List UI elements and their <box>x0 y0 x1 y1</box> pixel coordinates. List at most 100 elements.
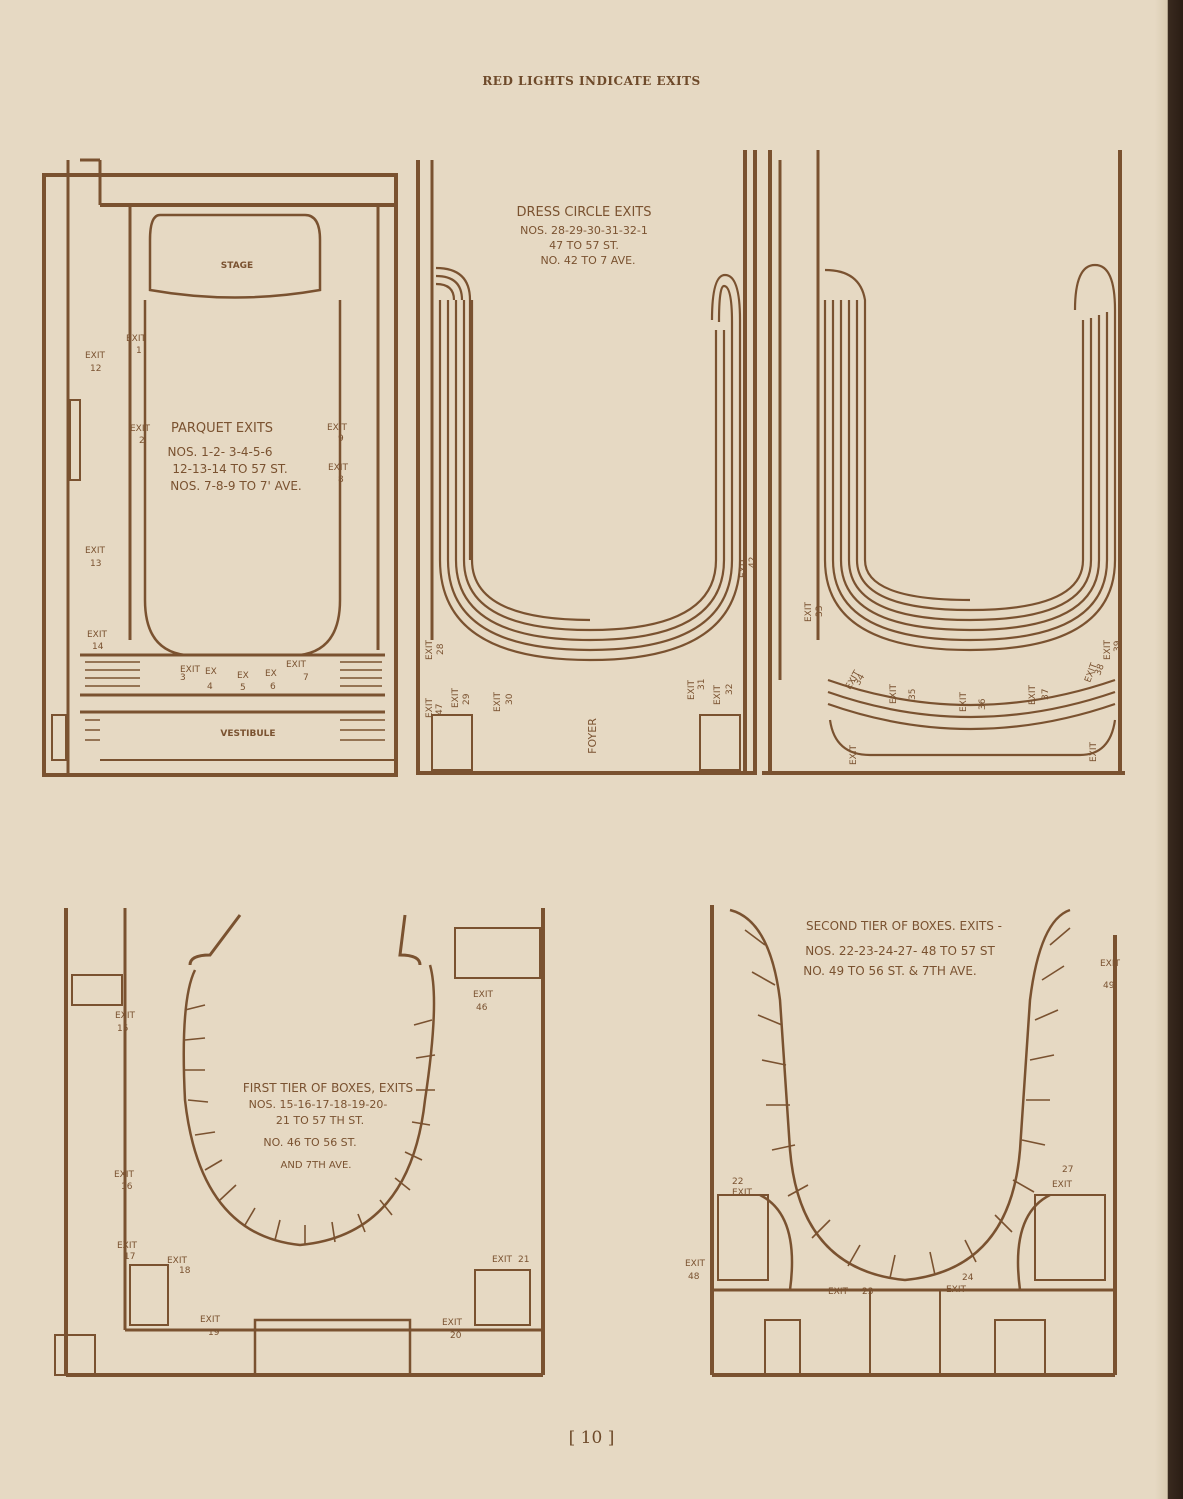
exit-number: 24 <box>962 1273 974 1283</box>
page-edge <box>1155 0 1183 1499</box>
exit-word: EXIT <box>130 424 151 434</box>
first-tier-line4: AND 7TH AVE. <box>281 1160 352 1171</box>
dress-circle-line3: NO. 42 TO 7 AVE. <box>540 254 635 267</box>
dress-circle-line1: NOS. 28-29-30-31-32-1 <box>520 224 648 237</box>
exit-word: EXIT <box>126 334 147 344</box>
exit-word: EXIT <box>1089 741 1099 762</box>
exit-number: 37 <box>1041 689 1051 700</box>
dress-circle-title: DRESS CIRCLE EXITS <box>516 205 651 220</box>
exit-number: 33 <box>815 606 825 617</box>
exit-word: EXIT <box>1028 684 1038 705</box>
exit-number: 49 <box>1103 981 1115 991</box>
exit-word: EXIT <box>946 1285 967 1295</box>
parquet-plan <box>42 158 398 777</box>
exit-word: EXIT <box>200 1315 221 1325</box>
ex-word: EX <box>205 667 217 677</box>
exit-word: EXIT <box>849 744 859 765</box>
exit-word: EXIT <box>115 1011 136 1021</box>
exit-word: EXIT <box>687 679 697 700</box>
stage-label: STAGE <box>221 261 253 271</box>
exit-word: EXIT <box>828 1287 849 1297</box>
exit-number: 31 <box>697 679 707 690</box>
exit-number: 7 <box>303 673 309 683</box>
exit-number: 46 <box>476 1003 488 1013</box>
exit-word: EXIT <box>473 990 494 1000</box>
exit-number: 9 <box>338 434 344 444</box>
exit-word: EXIT <box>327 423 348 433</box>
exit-word: EXIT <box>959 691 969 712</box>
exit-number: 5 <box>240 683 246 693</box>
dress-circle-line2: 47 TO 57 ST. <box>549 239 619 252</box>
exit-number: 38 <box>1093 663 1106 677</box>
exit-number: 22 <box>732 1177 743 1187</box>
page-number: [ 10 ] <box>568 1428 615 1448</box>
parquet-line1: NOS. 1-2- 3-4-5-6 <box>168 445 273 459</box>
foyer-label: FOYER <box>586 718 599 754</box>
exit-word: EXIT <box>804 601 814 622</box>
dress-circle-plan-right <box>762 150 1125 775</box>
page-header: RED LIGHTS INDICATE EXITS <box>482 74 701 88</box>
exit-number: 35 <box>908 689 918 700</box>
exit-word: EXIT <box>425 639 435 660</box>
exit-number: 4 <box>207 682 213 692</box>
exit-number: 47 <box>435 704 445 715</box>
exit-number: 28 <box>436 643 446 655</box>
second-tier-box-spokes <box>744 927 1071 1279</box>
exit-number: 13 <box>90 559 101 569</box>
parquet-title: PARQUET EXITS <box>171 421 273 436</box>
exit-number: 36 <box>978 698 988 710</box>
exit-word: EXIT <box>739 557 749 578</box>
exit-word: EXIT <box>328 463 349 473</box>
exit-number: 19 <box>208 1328 220 1338</box>
exit-number: 39 <box>1113 640 1123 652</box>
exit-number: 18 <box>179 1266 191 1276</box>
second-tier-title: SECOND TIER OF BOXES. EXITS - <box>806 919 1002 933</box>
ex-word: EX <box>237 671 249 681</box>
exit-number: 17 <box>124 1252 135 1262</box>
ex-word: EX <box>265 669 277 679</box>
parquet-line2: 12-13-14 TO 57 ST. <box>172 462 287 476</box>
exit-word: EXIT <box>425 697 435 718</box>
first-tier-plan <box>54 908 545 1377</box>
exit-number: 3 <box>180 673 186 683</box>
second-tier-plan <box>710 905 1117 1377</box>
exit-word: EXIT <box>732 1188 753 1198</box>
exit-number: 2 <box>139 436 145 446</box>
exit-word: EXIT <box>180 665 201 675</box>
exit-number: 23 <box>862 1287 873 1297</box>
exit-word: EXIT <box>286 660 307 670</box>
exit-word: EXIT <box>167 1256 188 1266</box>
exit-word: EXIT <box>889 683 899 704</box>
exit-number: 1 <box>136 346 142 356</box>
first-tier-line2: 21 TO 57 TH ST. <box>276 1114 364 1127</box>
exit-word: EXIT <box>451 687 461 708</box>
exit-number: 32 <box>725 684 735 695</box>
exit-number: 30 <box>505 693 515 705</box>
first-tier-title: FIRST TIER OF BOXES, EXITS <box>243 1081 413 1095</box>
exit-word: EXIT <box>85 546 106 556</box>
exit-number: 20 <box>450 1331 462 1341</box>
exit-number: 15 <box>117 1024 128 1034</box>
first-tier-line3: NO. 46 TO 56 ST. <box>263 1136 356 1149</box>
exit-number: 21 <box>518 1255 529 1265</box>
second-tier-line2: NO. 49 TO 56 ST. & 7TH AVE. <box>803 964 977 978</box>
exit-number: 16 <box>121 1182 133 1192</box>
exit-number: 42 <box>748 557 758 568</box>
exit-word: EXIT <box>713 684 723 705</box>
exit-word: EXIT <box>85 351 106 361</box>
exit-number: 48 <box>688 1272 700 1282</box>
vestibule-label: VESTIBULE <box>220 729 275 739</box>
second-tier-line1: NOS. 22-23-24-27- 48 TO 57 ST <box>805 944 995 958</box>
exit-number: 8 <box>338 475 344 485</box>
exit-number: 29 <box>462 693 472 705</box>
exit-word: EXIT <box>1052 1180 1073 1190</box>
exit-word: EXIT <box>685 1259 706 1269</box>
exit-word: EXIT <box>442 1318 463 1328</box>
exit-word: EXIT <box>117 1241 138 1251</box>
exit-word: EXIT <box>493 691 503 712</box>
exit-number: 6 <box>270 682 276 692</box>
dress-circle-plan <box>416 150 757 775</box>
first-tier-box-spokes <box>184 1004 436 1245</box>
